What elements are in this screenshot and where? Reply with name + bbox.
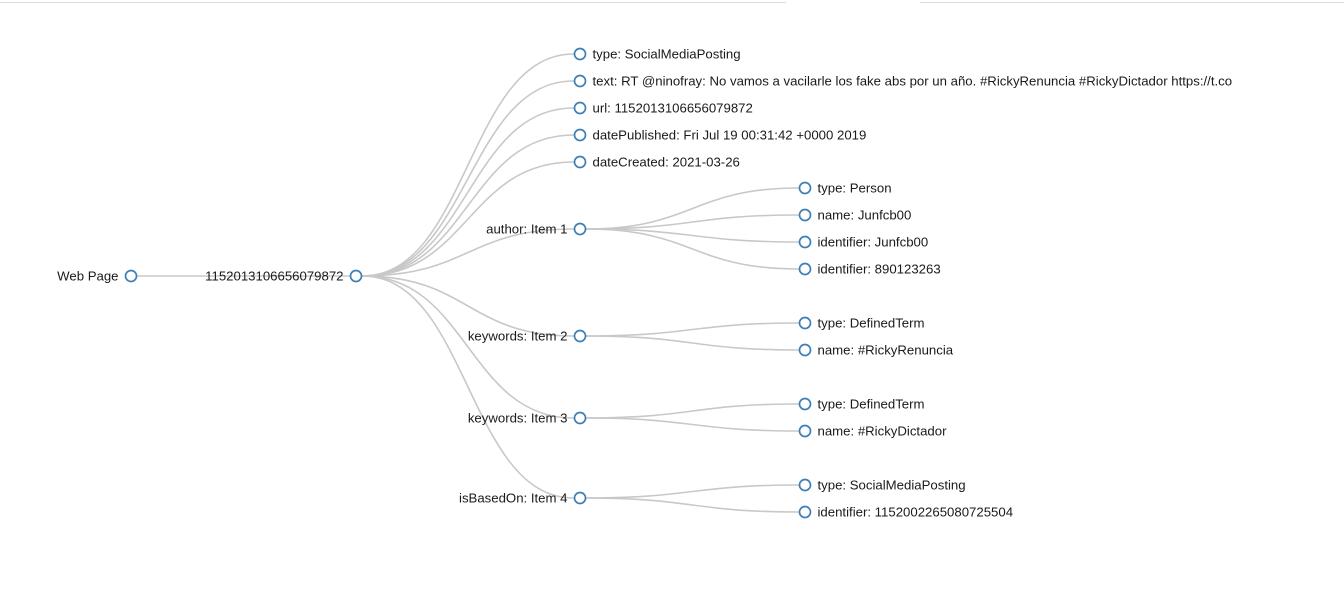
tree-node-level3-6[interactable]: type: DefinedTerm — [798, 397, 925, 412]
edge-level2-to-level3-8 — [585, 484, 800, 499]
node-label: 1152013106656079872 — [205, 269, 343, 284]
node-circle-icon[interactable] — [573, 411, 587, 425]
tree-node-level2-5[interactable]: author: Item 1 — [486, 222, 587, 237]
node-circle-icon[interactable] — [798, 505, 812, 519]
edge-level1-to-level2-8 — [361, 275, 575, 499]
node-label: type: DefinedTerm — [818, 397, 925, 412]
edge-level1-to-level2-2 — [361, 107, 575, 277]
tree-node-level3-3[interactable]: identifier: 890123263 — [798, 262, 941, 277]
node-label: identifier: 890123263 — [818, 262, 941, 277]
node-circle-icon[interactable] — [798, 208, 812, 222]
tree-node-level2-0[interactable]: type: SocialMediaPosting — [573, 47, 741, 62]
edge-level1-to-level2-1 — [361, 80, 575, 277]
tree-node-level2-2[interactable]: url: 1152013106656079872 — [573, 101, 753, 116]
edge-level2-to-level3-9 — [585, 497, 800, 513]
edge-level1-to-level2-0 — [361, 53, 575, 277]
edge-level2-to-level3-4 — [585, 322, 800, 337]
edge-level2-to-level3-2 — [585, 228, 800, 243]
node-circle-icon[interactable] — [573, 128, 587, 142]
edge-level2-to-level3-3 — [585, 228, 800, 270]
tree-node-level3-9[interactable]: identifier: 1152002265080725504 — [798, 505, 1014, 520]
node-label: keywords: Item 2 — [468, 329, 568, 344]
node-label: Web Page — [57, 269, 118, 284]
node-circle-icon[interactable] — [349, 269, 363, 283]
node-circle-icon[interactable] — [798, 181, 812, 195]
edge-level1-to-level2-7 — [361, 275, 575, 419]
node-circle-icon[interactable] — [573, 47, 587, 61]
tree-node-level3-2[interactable]: identifier: Junfcb00 — [798, 235, 929, 250]
node-label: datePublished: Fri Jul 19 00:31:42 +0000… — [593, 128, 867, 143]
tree-node-level2-7[interactable]: keywords: Item 3 — [468, 411, 587, 426]
node-label: type: Person — [818, 181, 892, 196]
node-label: name: Junfcb00 — [818, 208, 912, 223]
node-label: type: SocialMediaPosting — [593, 47, 741, 62]
node-circle-icon[interactable] — [573, 329, 587, 343]
tree-node-level1[interactable]: 1152013106656079872 — [205, 269, 363, 284]
node-circle-icon[interactable] — [798, 316, 812, 330]
node-label: type: DefinedTerm — [818, 316, 925, 331]
tree-node-root[interactable]: Web Page — [57, 269, 138, 284]
node-circle-icon[interactable] — [798, 343, 812, 357]
tree-node-level3-8[interactable]: type: SocialMediaPosting — [798, 478, 966, 493]
node-circle-icon[interactable] — [798, 478, 812, 492]
tree-node-level2-6[interactable]: keywords: Item 2 — [468, 329, 587, 344]
edge-level1-to-level2-4 — [361, 161, 575, 277]
node-label: type: SocialMediaPosting — [818, 478, 966, 493]
tree-node-level3-5[interactable]: name: #RickyRenuncia — [798, 343, 954, 358]
node-circle-icon[interactable] — [798, 397, 812, 411]
edge-level1-to-level2-3 — [361, 134, 575, 277]
node-circle-icon[interactable] — [124, 269, 138, 283]
node-label: dateCreated: 2021-03-26 — [593, 155, 740, 170]
tree-node-level3-4[interactable]: type: DefinedTerm — [798, 316, 925, 331]
tree-node-level2-4[interactable]: dateCreated: 2021-03-26 — [573, 155, 740, 170]
node-label: text: RT @ninofray: No vamos a vacilarle… — [593, 74, 1233, 89]
tree-node-level2-1[interactable]: text: RT @ninofray: No vamos a vacilarle… — [573, 74, 1233, 89]
node-label: author: Item 1 — [486, 222, 567, 237]
node-circle-icon[interactable] — [573, 155, 587, 169]
edge-level2-to-level3-1 — [585, 214, 800, 230]
tree-node-level3-7[interactable]: name: #RickyDictador — [798, 424, 948, 439]
node-label: identifier: Junfcb00 — [818, 235, 929, 250]
tree-node-level3-1[interactable]: name: Junfcb00 — [798, 208, 912, 223]
node-circle-icon[interactable] — [798, 424, 812, 438]
node-circle-icon[interactable] — [798, 262, 812, 276]
node-circle-icon[interactable] — [573, 222, 587, 236]
node-label: isBasedOn: Item 4 — [459, 491, 567, 506]
node-label: name: #RickyRenuncia — [818, 343, 954, 358]
tree-node-level2-3[interactable]: datePublished: Fri Jul 19 00:31:42 +0000… — [573, 128, 867, 143]
edge-level2-to-level3-7 — [585, 417, 800, 432]
node-circle-icon[interactable] — [798, 235, 812, 249]
node-label: identifier: 1152002265080725504 — [818, 505, 1014, 520]
edge-level2-to-level3-0 — [585, 187, 800, 230]
edge-level2-to-level3-5 — [585, 335, 800, 351]
node-circle-icon[interactable] — [573, 491, 587, 505]
node-circle-icon[interactable] — [573, 101, 587, 115]
tree-node-level2-8[interactable]: isBasedOn: Item 4 — [459, 491, 587, 506]
node-label: keywords: Item 3 — [468, 411, 568, 426]
node-circle-icon[interactable] — [573, 74, 587, 88]
node-label: url: 1152013106656079872 — [593, 101, 753, 116]
node-label: name: #RickyDictador — [818, 424, 948, 439]
edge-level1-to-level2-6 — [361, 275, 575, 337]
edge-level1-to-level2-5 — [361, 228, 575, 277]
tree-node-level3-0[interactable]: type: Person — [798, 181, 892, 196]
edge-level2-to-level3-6 — [585, 403, 800, 419]
